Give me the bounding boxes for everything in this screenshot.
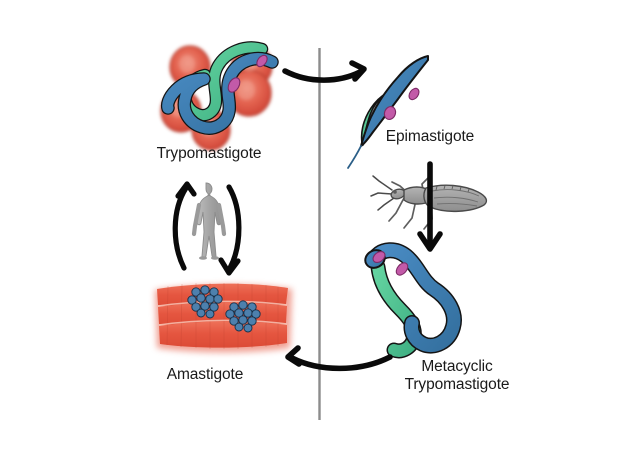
arrow-top-to-epimastigote: [282, 60, 367, 83]
label-amastigote: Amastigote: [166, 366, 244, 383]
arrow-epimastigote-to-metacyclic: [417, 161, 443, 252]
label-epimastigote: Epimastigote: [385, 128, 475, 145]
arrow-host-down: [218, 184, 242, 276]
trypomastigote-organelles: [227, 54, 268, 93]
metacyclic-organelles: [372, 251, 409, 276]
arrow-host-up: [172, 181, 197, 271]
stage-metacyclic-trypomastigote: [364, 242, 462, 359]
bug-wings: [423, 184, 488, 212]
arrow-bottom-to-amastigote: [285, 345, 393, 372]
stage-trypomastigote: [160, 41, 279, 151]
human-silhouette: [191, 182, 227, 260]
muscle-fibers: [157, 283, 288, 348]
stage-epimastigote: [347, 55, 429, 169]
amastigote-nest-2: [225, 300, 261, 333]
stage-amastigote: [155, 283, 292, 353]
label-metacyclic-trypomastigote: Metacyclic Trypomastigote: [405, 358, 510, 394]
label-metacyclic-line1: Metacyclic: [421, 358, 493, 375]
epimastigote-organelles: [383, 87, 420, 120]
epimastigote-flagellum: [347, 145, 362, 169]
amastigote-nest-1: [187, 285, 223, 319]
label-trypomastigote: Trypomastigote: [156, 145, 262, 162]
label-metacyclic-line2: Trypomastigote: [404, 376, 510, 393]
